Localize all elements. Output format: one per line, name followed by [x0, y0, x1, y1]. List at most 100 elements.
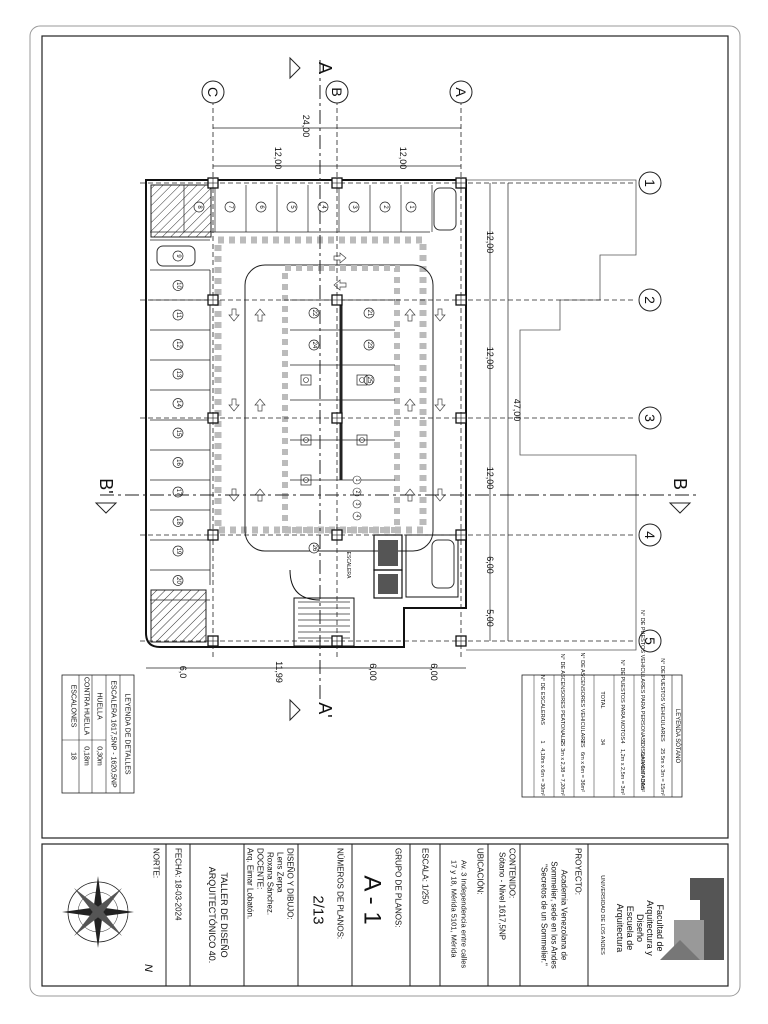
legend-sotano-count: 34 — [599, 739, 605, 745]
docente-label: DOCENTE: — [256, 848, 265, 889]
car-top-right — [433, 187, 457, 231]
stall-number: 18 — [175, 518, 181, 525]
moto-number: 3 — [354, 503, 360, 506]
stall-marker — [193, 201, 205, 213]
stall-marker — [224, 201, 236, 213]
stall-marker — [172, 280, 184, 291]
legend-sotano-value: 25 5m x 3m = 15m² — [659, 748, 665, 796]
legend-sotano-value: 1,2m x 2,5m = 3m² — [619, 749, 625, 795]
north-letter: N — [142, 964, 154, 972]
numero-value: 2/13 — [310, 895, 327, 924]
legend-sotano-label: TOTAL — [599, 691, 605, 708]
legend-sotano-label: N° DE ESCALERAS — [539, 675, 545, 725]
stall-number: 3 — [351, 205, 357, 209]
stall-marker — [363, 339, 375, 351]
grid-label-2: 2 — [642, 296, 658, 304]
moto-marker — [352, 475, 362, 485]
stall-number: 4 — [320, 205, 326, 209]
section-a-bottom-label: A' — [315, 702, 335, 717]
proyecto-label: PROYECTO: — [574, 848, 583, 895]
legend-sotano-count: 5 — [639, 740, 645, 743]
grid-label-4: 4 — [642, 531, 658, 539]
direction-arrow — [228, 308, 240, 322]
stall-marker — [172, 398, 184, 409]
stall-marker — [379, 201, 391, 213]
stall-number: 1 — [408, 205, 414, 209]
stall-number: 19 — [175, 548, 181, 555]
school-line-2: Arquitectura — [615, 904, 625, 953]
stall-marker — [308, 542, 320, 554]
grupo-label: GRUPO DE PLANOS: — [394, 848, 403, 928]
stall-number: 8 — [196, 205, 202, 209]
university-name: UNIVERSIDAD DE LOS ANDES — [599, 875, 605, 955]
legend-sotano-count: 4 — [619, 740, 625, 743]
section-b-left-marker — [94, 502, 118, 514]
stall-number: 5 — [289, 205, 295, 209]
legend-detalle-label: ESCALONES — [70, 685, 77, 728]
section-b-right-marker — [668, 502, 692, 514]
legend-detalles: LEYENDA DE DETALLES ESCALERA 1617,5NP - … — [61, 674, 135, 794]
title-block-frame — [41, 843, 729, 987]
moto-number: 1 — [354, 479, 360, 482]
dim-bottom-c: 6,00 — [368, 663, 378, 681]
dim-bay-right: 12,00 — [398, 147, 408, 170]
stall-marker — [363, 374, 375, 386]
legend-detalle-value: 0,30m — [96, 746, 103, 766]
stall-marker — [172, 339, 184, 350]
stall-number: 17 — [175, 489, 181, 496]
section-a-bottom-marker — [289, 698, 301, 722]
dim-bottom-d: 6,00 — [429, 663, 439, 681]
grid-lines — [140, 100, 636, 660]
ubicacion-label: UBICACIÓN: — [476, 848, 485, 895]
stall-number: 16 — [175, 459, 181, 466]
moto-marker — [352, 487, 362, 497]
stall-number: 24 — [311, 342, 317, 349]
direction-arrow — [404, 398, 416, 412]
dim-row-4-5a: 6,00 — [485, 556, 495, 574]
legend-sotano-label: N° DE PUESTOS VEHICULARES — [659, 658, 665, 742]
section-a-top-label: A — [315, 62, 335, 74]
stall-number: 20 — [175, 577, 181, 584]
direction-arrow — [333, 279, 347, 291]
stall-number: 12 — [175, 341, 181, 348]
docente-value: Arq. Eimar Lobatón. — [246, 848, 255, 919]
dim-row-4-5b: 5,00 — [485, 609, 495, 627]
building-outline — [145, 179, 467, 648]
stall-number: 7 — [227, 205, 233, 209]
dim-bottom-a: 6,0 — [178, 666, 188, 679]
stall-marker — [172, 457, 184, 468]
legend-sotano-value: 4,18m x 6m = 30m² — [539, 748, 545, 796]
legend-detalle-label: CONTRA HUELLA — [83, 677, 90, 736]
stall-number: 10 — [175, 282, 181, 289]
moto-number: 4 — [354, 515, 360, 518]
ubicacion-line-1: Av. 3 Independencia entre calles — [460, 860, 469, 968]
stall-marker — [308, 307, 320, 319]
legend-sotano-label: N° DE ASCENSORES PEATONALES — [559, 654, 565, 747]
proyecto-line-3: "Secretos de un Sommelier." — [540, 864, 549, 966]
stall-marker — [308, 339, 320, 351]
stall-marker — [172, 545, 184, 557]
stall-marker — [286, 201, 298, 213]
legend-detalle-value: 18 — [70, 752, 77, 760]
legend-sotano-count: 2 — [579, 740, 585, 743]
stall-number: 22 — [311, 310, 317, 317]
grid-label-b: B — [329, 87, 345, 96]
direction-arrow — [254, 308, 266, 322]
moto-marker — [352, 511, 362, 521]
legend-sotano-value: 3m x 2,38 = 7,20m² — [559, 748, 565, 796]
stall-number: 2 — [382, 205, 388, 209]
direction-arrow — [434, 398, 446, 412]
stall-number: 15 — [175, 430, 181, 437]
car-left — [156, 245, 196, 267]
grid-label-3: 3 — [642, 414, 658, 422]
legend-sotano-value: 6m x 6m = 36m² — [579, 752, 585, 792]
stall-number: 11 — [175, 312, 181, 319]
section-a-top-marker — [289, 56, 301, 80]
stall-marker — [405, 201, 417, 213]
dim-row-3-4: 12,00 — [485, 467, 495, 490]
direction-arrow — [228, 398, 240, 412]
diseno-line-2: Roxana Sánchez. — [266, 852, 275, 915]
legend-detalle-label: HUELLA — [96, 692, 103, 720]
taller-line-2: ARQUITECTÓNICO 40. — [207, 867, 217, 964]
